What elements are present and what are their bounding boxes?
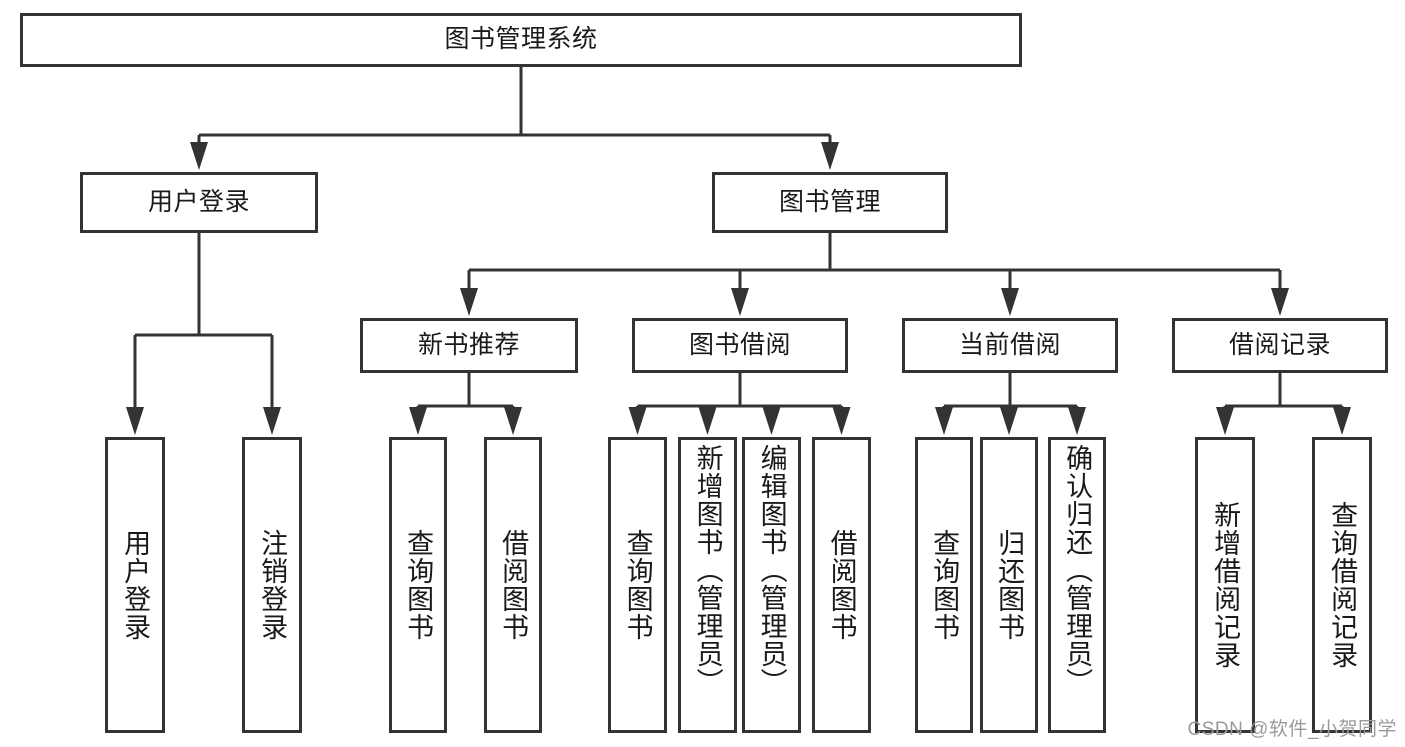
node-label: 新书推荐	[417, 330, 520, 359]
node-label: 新增图书（管理员）	[692, 444, 723, 696]
node-label: 图书管理	[778, 187, 881, 216]
node-current-borrow[interactable]: 当前借阅	[902, 318, 1118, 373]
node-label: 注销登录	[257, 529, 288, 641]
arrowhead-icon	[504, 407, 522, 435]
arrowhead-icon	[126, 407, 144, 435]
node-new-book-recommend[interactable]: 新书推荐	[360, 318, 578, 373]
node-label: 确认归还（管理员）	[1062, 444, 1093, 696]
arrowhead-icon	[935, 407, 953, 435]
node-label: 用户登录	[120, 529, 151, 641]
arrowhead-icon	[460, 288, 478, 316]
node-label: 图书借阅	[688, 330, 791, 359]
node-label: 查询图书	[929, 529, 960, 641]
node-leaf-logout-login[interactable]: 注销登录	[242, 437, 302, 733]
node-leaf-return-book[interactable]: 归还图书	[980, 437, 1038, 733]
node-user-login[interactable]: 用户登录	[80, 172, 318, 233]
arrowhead-icon	[832, 407, 851, 435]
node-borrow-record[interactable]: 借阅记录	[1172, 318, 1388, 373]
node-leaf-borrow-book-2[interactable]: 借阅图书	[812, 437, 871, 733]
node-label: 新增借阅记录	[1210, 501, 1241, 669]
node-leaf-borrow-book-1[interactable]: 借阅图书	[484, 437, 542, 733]
node-label: 借阅图书	[826, 529, 857, 641]
arrowhead-icon	[1001, 288, 1019, 316]
arrowhead-icon	[628, 407, 647, 435]
watermark-text: CSDN @软件_小贺同学	[1187, 719, 1397, 740]
node-leaf-query-borrow-record[interactable]: 查询借阅记录	[1312, 437, 1372, 733]
node-root[interactable]: 图书管理系统	[20, 13, 1022, 67]
node-label: 当前借阅	[958, 330, 1061, 359]
arrowhead-icon	[1271, 288, 1289, 316]
arrowhead-icon	[1000, 407, 1018, 435]
arrowhead-icon	[821, 142, 839, 170]
arrowhead-icon	[190, 142, 208, 170]
node-leaf-query-book-1[interactable]: 查询图书	[389, 437, 447, 733]
node-label: 归还图书	[994, 529, 1025, 641]
node-label: 查询图书	[622, 529, 653, 641]
node-label: 编辑图书（管理员）	[756, 444, 787, 696]
node-leaf-user-login[interactable]: 用户登录	[105, 437, 165, 733]
node-label: 借阅记录	[1228, 330, 1331, 359]
node-label: 图书管理系统	[444, 25, 598, 54]
node-leaf-add-borrow-record[interactable]: 新增借阅记录	[1195, 437, 1255, 733]
arrowhead-icon	[1068, 407, 1086, 435]
node-leaf-add-book[interactable]: 新增图书（管理员）	[678, 437, 737, 733]
node-leaf-confirm-return[interactable]: 确认归还（管理员）	[1048, 437, 1106, 733]
node-leaf-edit-book[interactable]: 编辑图书（管理员）	[742, 437, 801, 733]
node-label: 用户登录	[147, 187, 250, 216]
arrowhead-icon	[698, 407, 717, 435]
arrowhead-icon	[1216, 407, 1234, 435]
arrowhead-icon	[762, 407, 781, 435]
arrowhead-icon	[1333, 407, 1351, 435]
node-label: 查询借阅记录	[1327, 501, 1358, 669]
node-book-manage[interactable]: 图书管理	[712, 172, 948, 233]
node-label: 查询图书	[403, 529, 434, 641]
node-leaf-query-book-3[interactable]: 查询图书	[915, 437, 973, 733]
arrowhead-icon	[263, 407, 281, 435]
node-book-borrow[interactable]: 图书借阅	[632, 318, 848, 373]
node-leaf-query-book-2[interactable]: 查询图书	[608, 437, 667, 733]
arrowhead-icon	[409, 407, 427, 435]
arrowhead-icon	[731, 288, 749, 316]
node-label: 借阅图书	[498, 529, 529, 641]
